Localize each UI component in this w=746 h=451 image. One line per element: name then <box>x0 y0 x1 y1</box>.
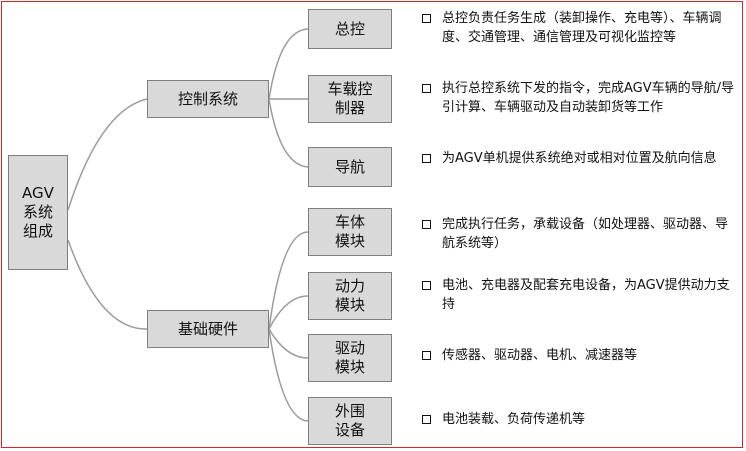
branch-label: 控制系统 <box>177 89 238 108</box>
square-bullet-icon <box>422 14 431 23</box>
connector-control-nav <box>268 98 309 168</box>
square-bullet-icon <box>422 154 431 163</box>
description-onboard-controller: 执行总控系统下发的指令，完成AGV车辆的导航/导引计算、车辆驱动及自动装卸货等工… <box>422 79 740 117</box>
square-bullet-icon <box>422 220 431 229</box>
square-bullet-icon <box>422 415 431 424</box>
leaf-label: 车体 <box>334 213 365 231</box>
description-master-control: 总控负责任务生成（装卸操作、充电等）、车辆调度、交通管理、通信管理及可视化监控等 <box>422 9 740 47</box>
leaf-label: 导航 <box>334 157 365 176</box>
leaf-label: 车载控 <box>327 80 373 98</box>
connector-hardware-power <box>268 295 309 330</box>
description-text: 执行总控系统下发的指令，完成AGV车辆的导航/导引计算、车辆驱动及自动装卸货等工… <box>442 81 735 115</box>
connector-root-control <box>67 98 148 211</box>
leaf-node-master-control: 总控 <box>308 9 392 49</box>
connector-control-zongkong <box>268 28 309 100</box>
leaf-node-drive-module: 驱动 模块 <box>308 334 392 382</box>
root-line: AGV <box>22 184 54 202</box>
description-text: 传感器、驱动器、电机、减速器等 <box>442 348 638 363</box>
description-text: 电池装载、负荷传递机等 <box>442 412 586 427</box>
description-drive-module: 传感器、驱动器、电机、减速器等 <box>422 346 740 365</box>
leaf-label: 动力 <box>334 277 365 295</box>
leaf-node-navigation: 导航 <box>308 147 392 187</box>
description-navigation: 为AGV单机提供系统绝对或相对位置及航向信息 <box>422 149 740 168</box>
description-text: 为AGV单机提供系统绝对或相对位置及航向信息 <box>442 151 717 166</box>
leaf-label: 设备 <box>334 421 365 439</box>
branch-node-control-system: 控制系统 <box>147 80 269 118</box>
description-text: 总控负责任务生成（装卸操作、充电等）、车辆调度、交通管理、通信管理及可视化监控等 <box>442 11 722 45</box>
connector-hardware-drive <box>268 328 309 359</box>
description-power-module: 电池、充电器及配套充电设备，为AGV提供动力支持 <box>422 276 740 314</box>
root-line: 系统 <box>22 203 53 221</box>
leaf-node-peripheral-equipment: 外围 设备 <box>308 397 392 445</box>
root-node-agv-system: AGV 系统 组成 <box>8 155 68 270</box>
description-body-module: 完成执行任务，承载设备（如处理器、驱动器、导航系统等） <box>422 215 740 253</box>
leaf-label: 模块 <box>334 232 365 250</box>
leaf-node-body-module: 车体 模块 <box>308 208 392 256</box>
leaf-label: 外围 <box>334 402 365 420</box>
leaf-label: 模块 <box>334 358 365 376</box>
description-text: 电池、充电器及配套充电设备，为AGV提供动力支持 <box>442 278 730 312</box>
connector-hardware-body <box>268 231 309 330</box>
root-line: 组成 <box>22 222 53 240</box>
leaf-label: 模块 <box>334 296 365 314</box>
connector-root-hardware <box>67 239 148 330</box>
square-bullet-icon <box>422 351 431 360</box>
connector-hardware-peripheral <box>268 328 309 422</box>
square-bullet-icon <box>422 281 431 290</box>
leaf-node-power-module: 动力 模块 <box>308 272 392 320</box>
leaf-label: 总控 <box>334 19 365 38</box>
branch-node-basic-hardware: 基础硬件 <box>147 310 269 348</box>
leaf-node-onboard-controller: 车载控 制器 <box>308 75 392 123</box>
leaf-label: 驱动 <box>334 339 365 357</box>
branch-label: 基础硬件 <box>177 319 238 338</box>
square-bullet-icon <box>422 84 431 93</box>
description-text: 完成执行任务，承载设备（如处理器、驱动器、导航系统等） <box>442 217 729 251</box>
leaf-label: 制器 <box>334 99 365 117</box>
description-peripheral-equipment: 电池装载、负荷传递机等 <box>422 410 740 429</box>
